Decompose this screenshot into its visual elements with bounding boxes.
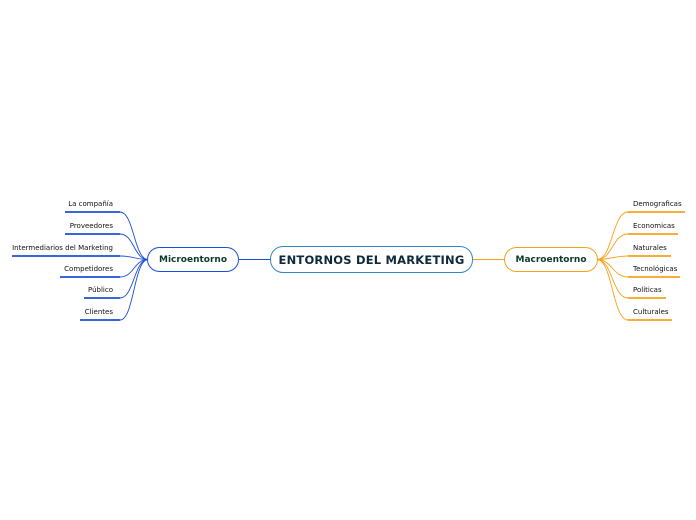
subtopic-macroentorno-item[interactable]: Tecnológicas bbox=[633, 265, 678, 273]
subtopic-microentorno-item[interactable]: Clientes bbox=[84, 308, 113, 316]
subtopic-microentorno-item[interactable]: Proveedores bbox=[69, 222, 113, 230]
subtopic-macroentorno-item[interactable]: Naturales bbox=[633, 244, 667, 252]
connector-subtopic bbox=[596, 259, 629, 321]
subtopic-microentorno-item[interactable]: La compañía bbox=[68, 200, 113, 208]
subtopic-microentorno-item[interactable]: Competidores bbox=[64, 265, 113, 273]
subtopic-microentorno-item[interactable]: Intermediarios del Marketing bbox=[12, 244, 113, 252]
central-topic[interactable]: ENTORNOS DEL MARKETING bbox=[270, 246, 473, 273]
connector-subtopic bbox=[119, 211, 149, 260]
topic-macroentorno[interactable]: Macroentorno bbox=[504, 247, 598, 272]
subtopic-macroentorno-item[interactable]: Demograficas bbox=[633, 200, 682, 208]
subtopic-macroentorno-item[interactable]: Políticas bbox=[633, 286, 662, 294]
connector-subtopic bbox=[119, 233, 149, 260]
connector-subtopic bbox=[119, 259, 149, 299]
central-topic-label: ENTORNOS DEL MARKETING bbox=[278, 252, 465, 267]
subtopic-macroentorno-item[interactable]: Culturales bbox=[633, 308, 669, 316]
connector-subtopic bbox=[119, 259, 149, 321]
connector-subtopic bbox=[596, 211, 629, 260]
connector-subtopic bbox=[596, 259, 629, 299]
subtopic-macroentorno-item[interactable]: Economicas bbox=[633, 222, 675, 230]
topic-microentorno[interactable]: Microentorno bbox=[147, 247, 239, 272]
topic-macroentorno-label: Macroentorno bbox=[515, 254, 587, 265]
subtopic-microentorno-item[interactable]: Público bbox=[88, 286, 113, 294]
connector-subtopic bbox=[596, 233, 629, 260]
topic-microentorno-label: Microentorno bbox=[158, 254, 228, 265]
